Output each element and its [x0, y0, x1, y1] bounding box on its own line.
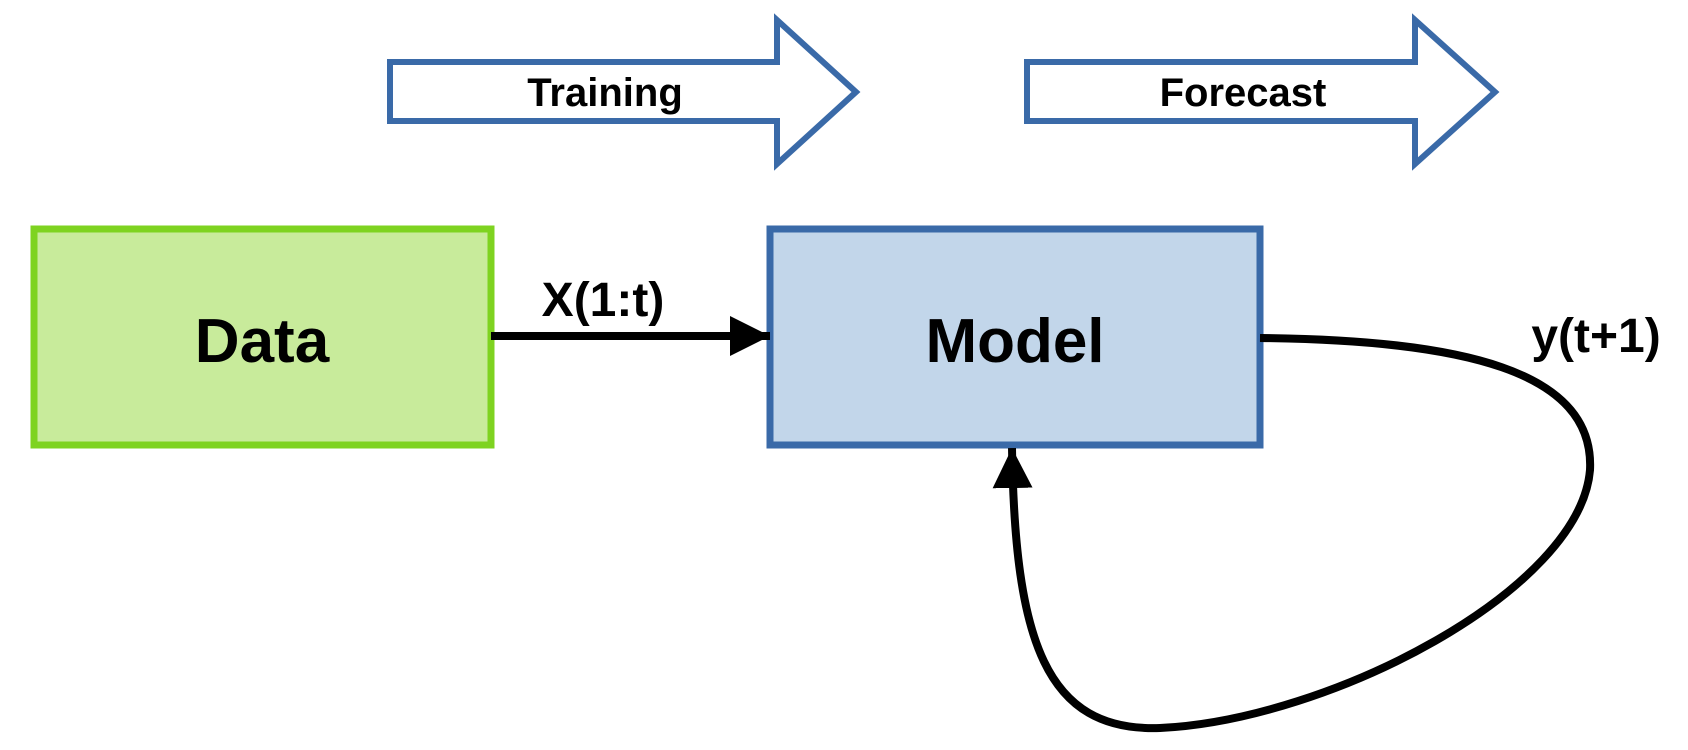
forecast-stage-arrow: Forecast [1024, 13, 1500, 171]
feedback-loop-curve [992, 334, 1595, 733]
training-label: Training [527, 71, 683, 115]
feedback-edge-label: y(t+1) [1531, 310, 1660, 363]
forecast-label: Forecast [1160, 71, 1327, 115]
input-edge: X(1:t) [491, 274, 770, 356]
data-node-label: Data [195, 307, 330, 376]
training-stage-arrow: Training [387, 13, 861, 171]
model-node-label: Model [925, 307, 1104, 376]
forecast-arrow-shape [1024, 13, 1500, 171]
model-node: Model [766, 225, 1264, 449]
data-node: Data [30, 225, 495, 449]
feedback-edge: y(t+1) [992, 310, 1661, 733]
input-edge-label: X(1:t) [542, 274, 665, 327]
training-arrow-shape [387, 13, 861, 171]
